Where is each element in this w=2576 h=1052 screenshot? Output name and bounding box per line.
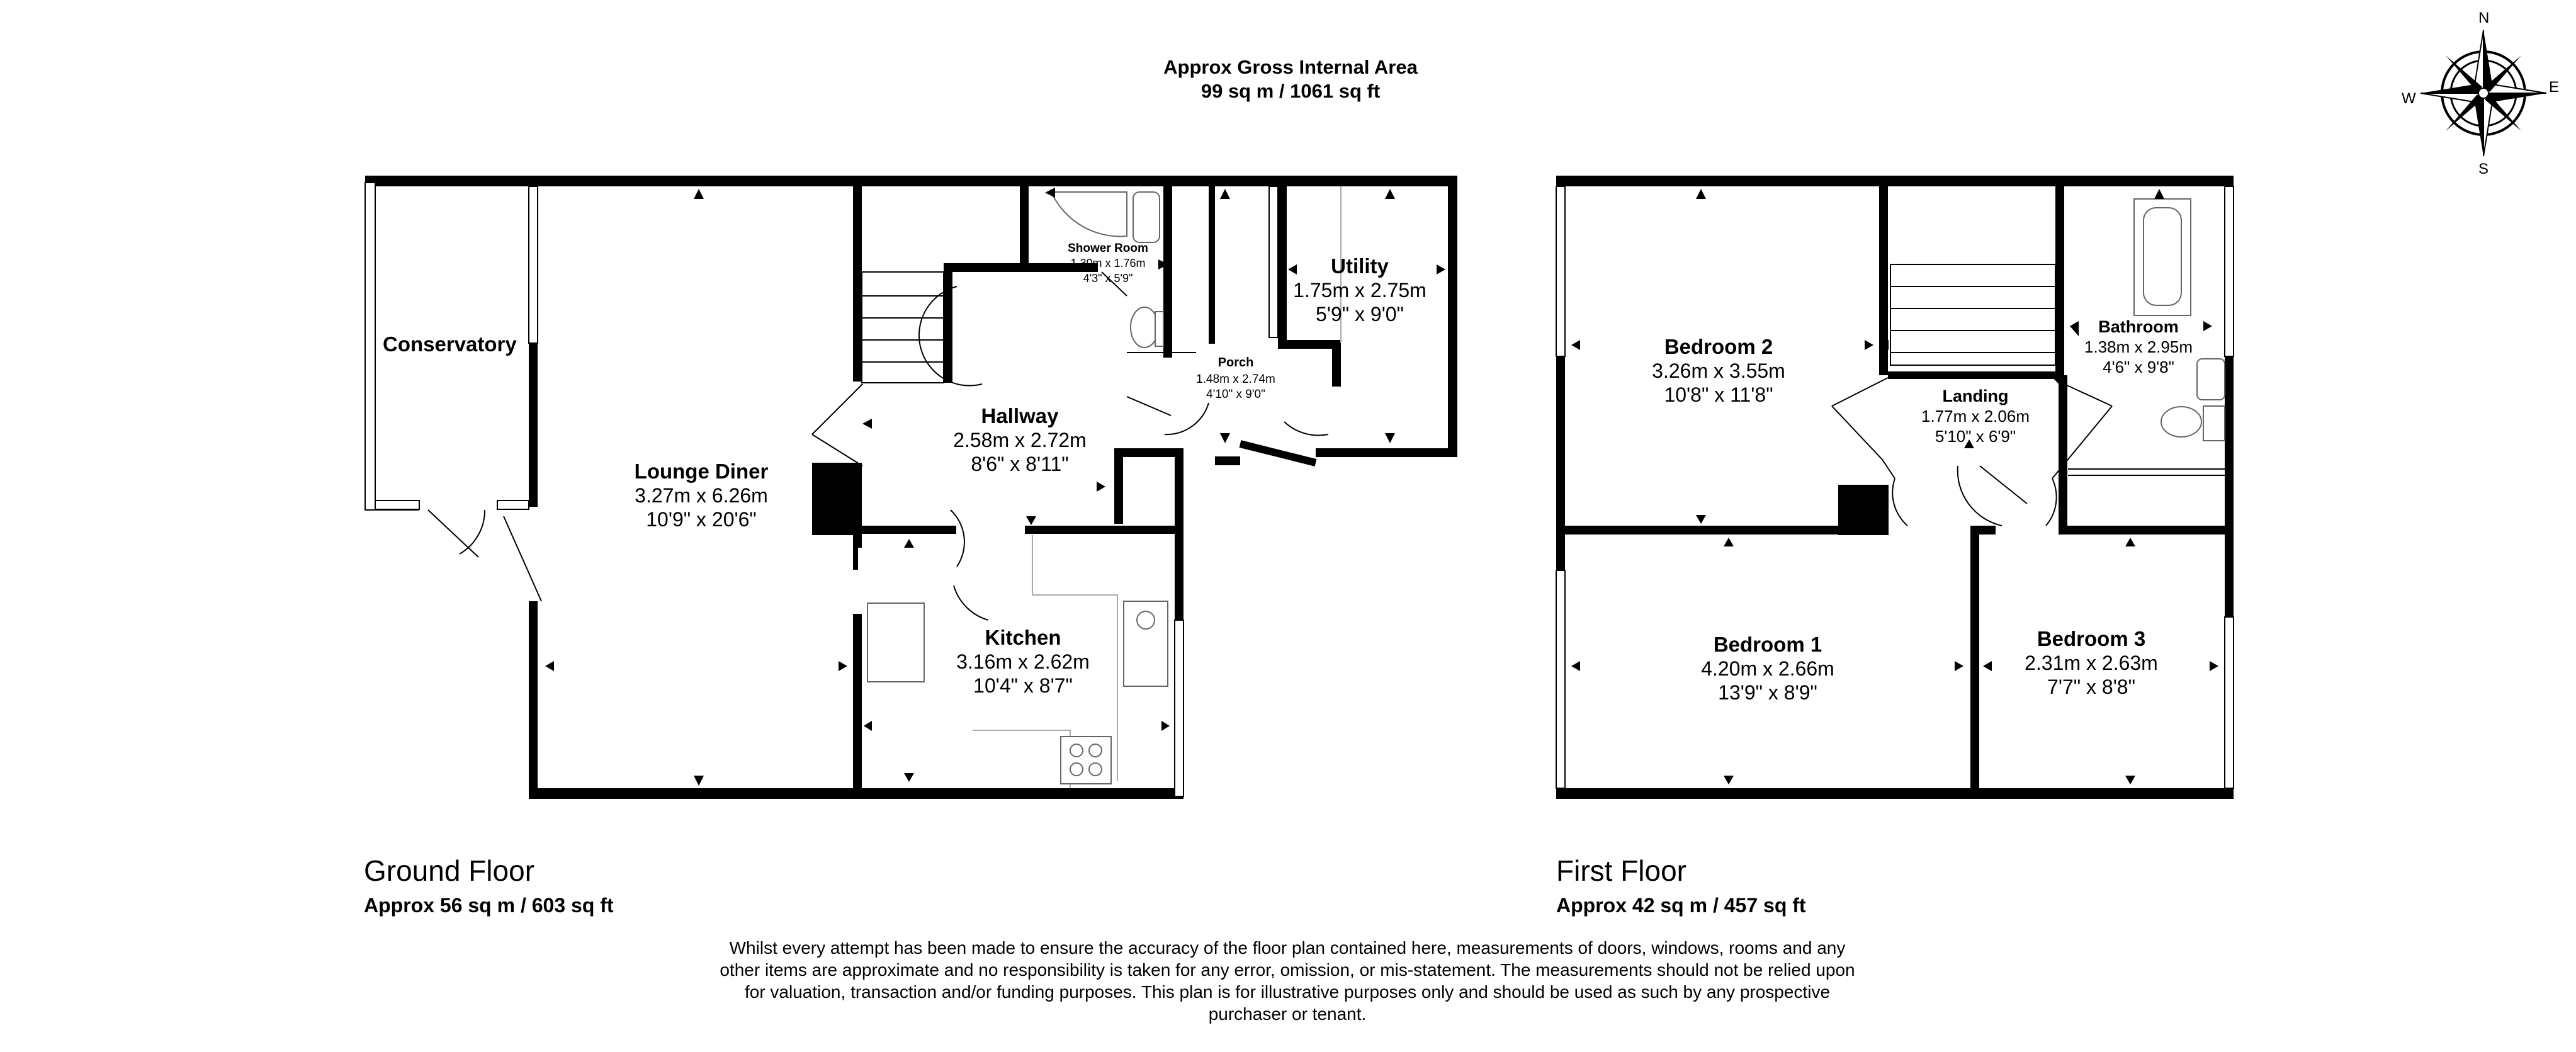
room-dim-kitchen-imperial: 10'4" x 8'7" — [973, 674, 1073, 697]
first-floor-title: First Floor — [1556, 854, 1686, 887]
room-label-shower: Shower Room — [1068, 242, 1148, 255]
room-label-lounge: Lounge Diner — [635, 460, 769, 483]
gross-area-value: 99 sq m / 1061 sq ft — [1200, 80, 1381, 102]
room-label-landing: Landing — [1943, 387, 2009, 405]
room-dim-landing-metric: 1.77m x 2.06m — [1921, 407, 2030, 426]
ground-floor-title: Ground Floor — [364, 854, 535, 887]
room-dim-shower-imperial: 4'3" x 5'9" — [1083, 272, 1133, 285]
ground-floor-plan — [364, 176, 1457, 799]
room-label-hallway: Hallway — [981, 404, 1059, 427]
compass-north: N — [2478, 9, 2489, 26]
compass-south: S — [2478, 161, 2488, 178]
room-dim-bedroom3-metric: 2.31m x 2.63m — [2025, 652, 2158, 674]
first-floor-area: Approx 42 sq m / 457 sq ft — [1556, 894, 1806, 917]
room-label-utility: Utility — [1331, 254, 1389, 278]
compass-west: W — [2402, 90, 2416, 107]
compass-east: E — [2549, 79, 2559, 96]
gross-area-header: Approx Gross Internal Area 99 sq m / 106… — [1070, 55, 1511, 103]
room-dim-bedroom2-imperial: 10'8" x 11'8" — [1664, 383, 1773, 406]
gross-area-label: Approx Gross Internal Area — [1163, 56, 1418, 78]
room-label-kitchen: Kitchen — [985, 626, 1061, 649]
room-label-bedroom2: Bedroom 2 — [1664, 335, 1773, 358]
room-label-bathroom: Bathroom — [2098, 317, 2179, 336]
room-dim-utility-metric: 1.75m x 2.75m — [1293, 279, 1426, 302]
room-dim-bathroom-metric: 1.38m x 2.95m — [2084, 337, 2193, 356]
first-floor-plan — [1556, 176, 2234, 799]
room-dim-landing-imperial: 5'10" x 6'9" — [1935, 427, 2016, 446]
room-dim-bedroom2-metric: 3.26m x 3.55m — [1652, 359, 1785, 382]
room-label-porch: Porch — [1218, 356, 1254, 370]
room-label-bedroom3: Bedroom 3 — [2037, 627, 2145, 650]
room-dim-bedroom1-metric: 4.20m x 2.66m — [1701, 657, 1834, 680]
room-dim-porch-imperial: 4'10" x 9'0" — [1206, 388, 1265, 401]
room-dim-lounge-metric: 3.27m x 6.26m — [635, 484, 768, 507]
room-dim-bathroom-imperial: 4'6" x 9'8" — [2103, 358, 2174, 376]
room-dim-porch-metric: 1.48m x 2.74m — [1196, 373, 1275, 386]
disclaimer-text: Whilst every attempt has been made to en… — [720, 938, 1855, 1024]
room-dim-lounge-imperial: 10'9" x 20'6" — [646, 508, 757, 531]
room-dim-hallway-metric: 2.58m x 2.72m — [953, 429, 1087, 451]
room-dim-shower-metric: 1.30m x 1.76m — [1070, 257, 1145, 269]
room-dim-bedroom1-imperial: 13'9" x 8'9" — [1718, 681, 1817, 704]
room-label-conservatory: Conservatory — [383, 332, 517, 356]
room-dim-utility-imperial: 5'9" x 9'0" — [1316, 303, 1404, 325]
room-label-bedroom1: Bedroom 1 — [1714, 633, 1822, 656]
ground-floor-area: Approx 56 sq m / 603 sq ft — [364, 894, 614, 917]
compass-rose: N E S W — [2402, 9, 2559, 178]
room-dim-kitchen-metric: 3.16m x 2.62m — [956, 650, 1090, 673]
room-dim-hallway-imperial: 8'6" x 8'11" — [971, 453, 1068, 475]
room-dim-bedroom3-imperial: 7'7" x 8'8" — [2047, 676, 2135, 698]
